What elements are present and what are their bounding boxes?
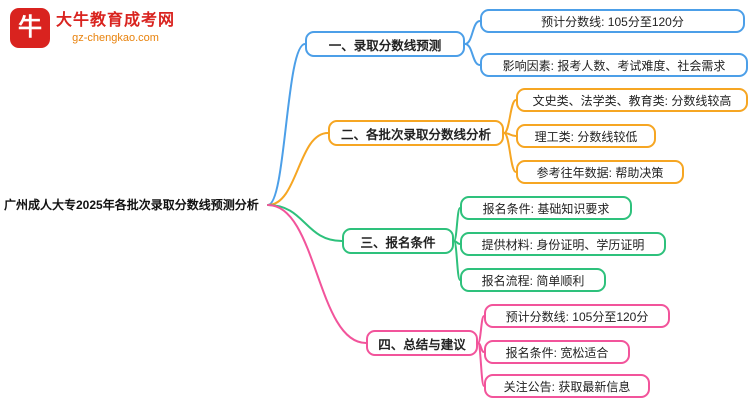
logo-title: 大牛教育成考网 bbox=[56, 12, 176, 29]
leaf-1-2-influencing-factors: 影响因素: 报考人数、考试难度、社会需求 bbox=[480, 53, 748, 77]
bull-glyph: 牛 bbox=[18, 14, 42, 41]
leaf-2-2-science-lower: 理工类: 分数线较低 bbox=[516, 124, 656, 148]
leaf-3-3-simple-process: 报名流程: 简单顺利 bbox=[460, 268, 606, 292]
leaf-4-1-expected-score: 预计分数线: 105分至120分 bbox=[484, 304, 670, 328]
logo-url: gz-chengkao.com bbox=[72, 32, 159, 44]
bull-icon: 牛 bbox=[10, 8, 50, 48]
logo-text: 大牛教育成考网 gz-chengkao.com bbox=[56, 11, 175, 45]
leaf-2-1-liberal-arts-higher: 文史类、法学类、教育类: 分数线较高 bbox=[516, 88, 748, 112]
leaf-3-1-basic-knowledge: 报名条件: 基础知识要求 bbox=[460, 196, 632, 220]
leaf-4-3-follow-announcements: 关注公告: 获取最新信息 bbox=[484, 374, 650, 398]
site-logo: 牛 大牛教育成考网 gz-chengkao.com bbox=[10, 8, 175, 48]
branch-2-batch-score-analysis: 二、各批次录取分数线分析 bbox=[328, 120, 504, 146]
branch-4-summary-advice: 四、总结与建议 bbox=[366, 330, 478, 356]
leaf-1-1-expected-score: 预计分数线: 105分至120分 bbox=[480, 9, 745, 33]
branch-3-registration-requirements: 三、报名条件 bbox=[342, 228, 454, 254]
leaf-3-2-documents: 提供材料: 身份证明、学历证明 bbox=[460, 232, 666, 256]
leaf-2-3-historical-data: 参考往年数据: 帮助决策 bbox=[516, 160, 684, 184]
branch-1-admission-score-prediction: 一、录取分数线预测 bbox=[305, 31, 465, 57]
leaf-4-2-relaxed-requirements: 报名条件: 宽松适合 bbox=[484, 340, 630, 364]
root-topic: 广州成人大专2025年各批次录取分数线预测分析 bbox=[4, 198, 259, 212]
